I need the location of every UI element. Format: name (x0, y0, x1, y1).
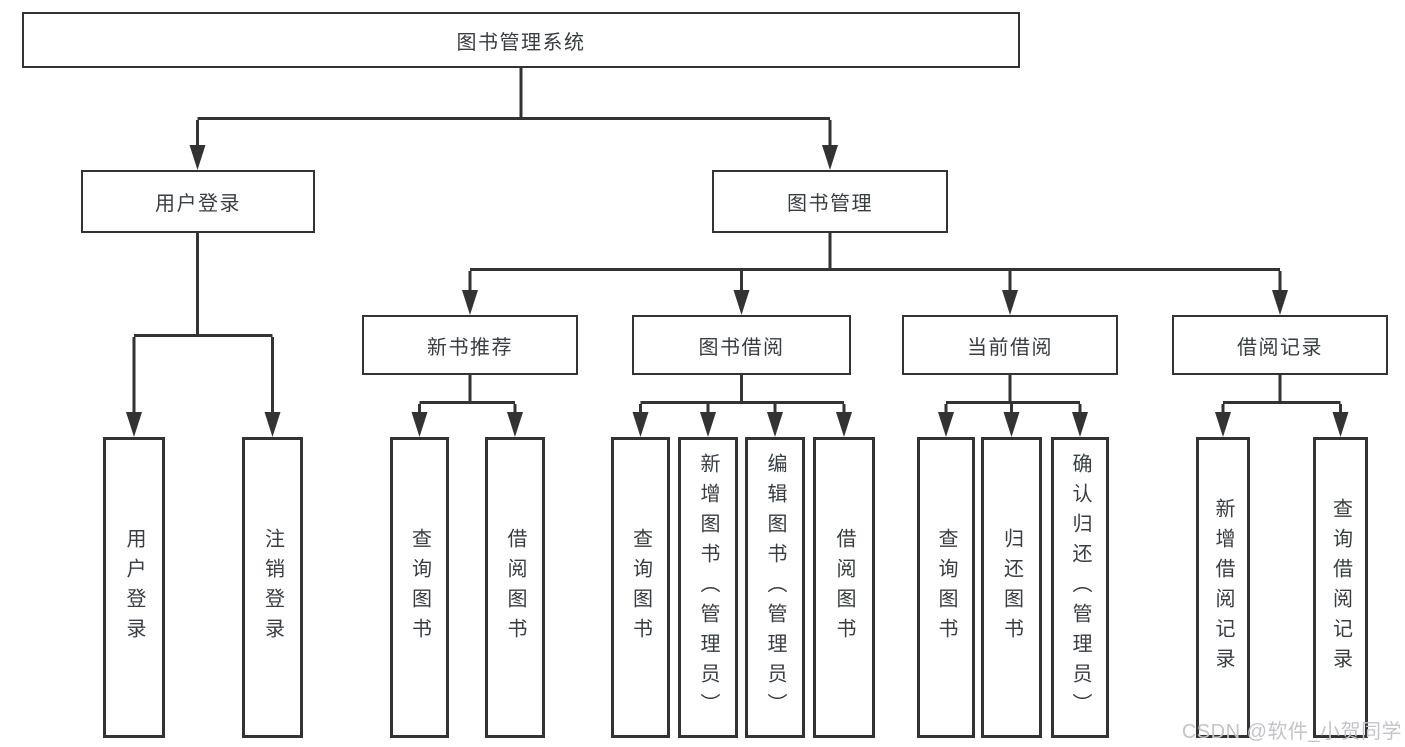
node-label: 新书推荐 (427, 336, 513, 359)
node-borrow-records: 借阅记录 (1172, 315, 1388, 375)
node-label: 借阅记录 (1237, 336, 1323, 359)
leaf-label: 查询图书 (408, 527, 431, 648)
leaf-label: 确认归还（管理员） (1069, 452, 1091, 723)
leaf-label: 用户登录 (123, 527, 145, 648)
node-label: 图书借阅 (698, 336, 785, 359)
watermark: CSDN @软件_小贺同学 (1181, 721, 1402, 743)
leaf-user-login: 用户登录 (103, 437, 165, 738)
leaf-label: 归还图书 (1000, 527, 1023, 648)
leaf-recommend-query-books: 查询图书 (390, 437, 449, 738)
leaf-current-confirm-return-admin: 确认归还（管理员） (1051, 437, 1109, 738)
leaf-current-query-books: 查询图书 (917, 437, 975, 738)
leaf-records-query-record: 查询借阅记录 (1313, 437, 1368, 738)
node-root: 图书管理系统 (22, 12, 1020, 68)
leaf-label: 借阅图书 (504, 527, 526, 648)
leaf-records-add-record: 新增借阅记录 (1196, 437, 1250, 738)
node-label: 用户登录 (155, 193, 241, 215)
leaf-label: 新增图书（管理员） (697, 452, 719, 723)
leaf-borrow-borrow-books: 借阅图书 (813, 437, 875, 738)
leaf-recommend-borrow-books: 借阅图书 (485, 437, 545, 738)
leaf-borrow-add-books-admin: 新增图书（管理员） (678, 437, 738, 738)
node-book-borrow: 图书借阅 (632, 315, 851, 375)
leaf-current-return-books: 归还图书 (981, 437, 1042, 738)
leaf-label: 查询图书 (629, 527, 652, 648)
node-book-management: 图书管理 (712, 170, 948, 233)
leaf-borrow-edit-books-admin: 编辑图书（管理员） (745, 437, 805, 738)
leaf-logout: 注销登录 (242, 437, 303, 738)
leaf-borrow-query-books: 查询图书 (611, 437, 670, 738)
leaf-label: 注销登录 (261, 527, 284, 648)
leaf-label: 编辑图书（管理员） (764, 452, 786, 723)
node-label: 当前借阅 (967, 336, 1053, 359)
leaf-label: 借阅图书 (833, 527, 855, 648)
node-user-login: 用户登录 (81, 170, 315, 233)
node-label: 图书管理系统 (456, 31, 586, 54)
leaf-label: 新增借阅记录 (1212, 497, 1234, 678)
node-label: 图书管理 (787, 193, 873, 215)
leaf-label: 查询借阅记录 (1329, 497, 1352, 678)
leaf-label: 查询图书 (935, 527, 957, 648)
node-new-book-recommend: 新书推荐 (362, 315, 578, 375)
node-current-borrow: 当前借阅 (902, 315, 1118, 375)
arrowheads (126, 145, 1349, 437)
